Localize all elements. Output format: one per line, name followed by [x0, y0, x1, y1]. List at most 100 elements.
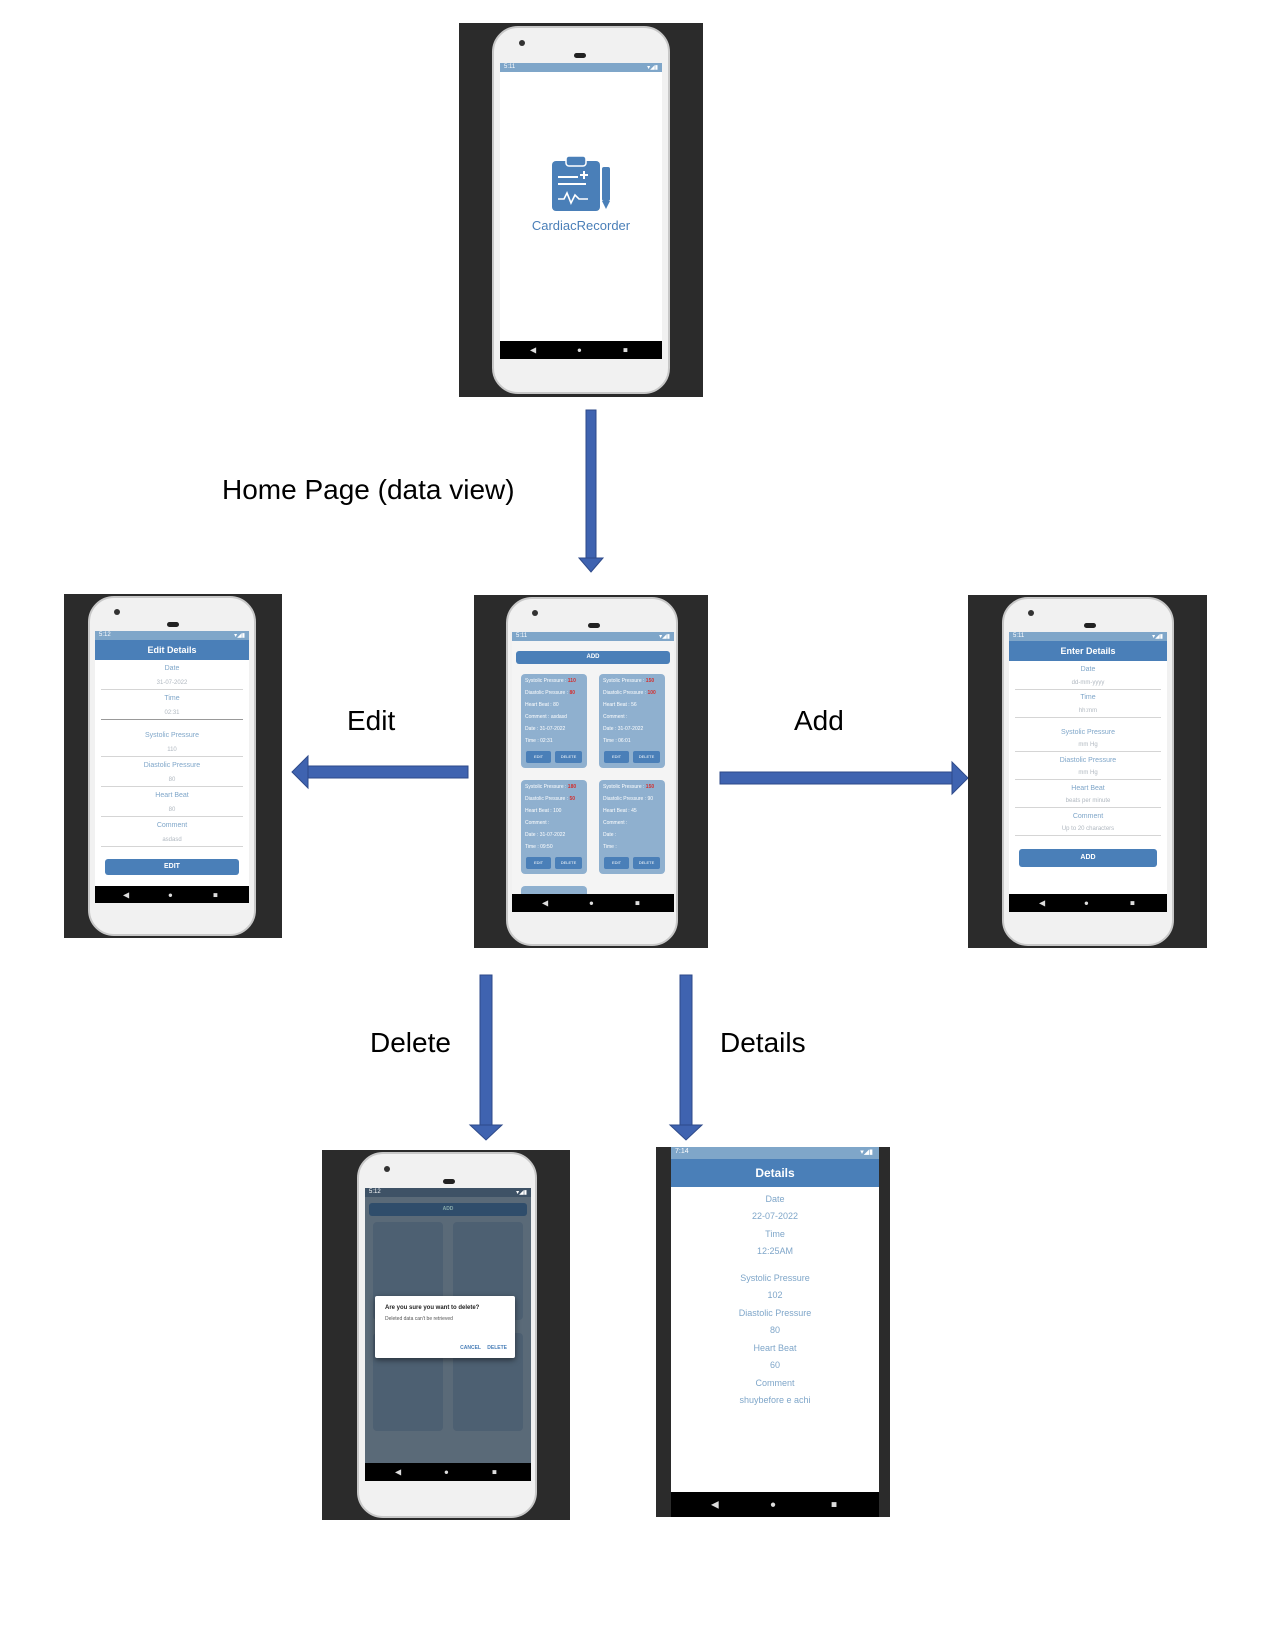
status-bar: 5:12 ▾◢▮ [95, 631, 249, 640]
home-icon[interactable]: ● [1084, 898, 1089, 908]
cancel-button[interactable]: CANCEL [460, 1345, 481, 1351]
edit-screenshot: 5:12 ▾◢▮ Edit Details Date 31-07-2022 Ti… [64, 594, 282, 938]
home-icon[interactable]: ● [577, 345, 582, 355]
status-bar: 5:11 ▾◢▮ [512, 632, 674, 641]
nav-bar: ◀ ● ■ [500, 341, 662, 359]
time-field[interactable]: 02:31 [164, 710, 180, 716]
record-card[interactable]: Systolic Pressure : 150 Diastolic Pressu… [599, 674, 665, 768]
diastolic-value: 80 [769, 1325, 780, 1335]
splash-screen: 5:11 ▾◢▮ CardiacRecorder ◀ ● ■ [500, 63, 662, 359]
status-icons: ▾◢▮ [647, 65, 658, 71]
home-icon[interactable]: ● [770, 1499, 777, 1510]
time-label: Time [765, 1229, 785, 1239]
caption-details: Details [720, 1027, 806, 1058]
details-screenshot: 7:14 ▾◢▮ Details Date 22-07-2022 Time 12… [656, 1147, 890, 1517]
recents-icon[interactable]: ■ [623, 345, 628, 355]
edit-button[interactable]: EDIT [604, 751, 629, 763]
dialog-title: Are you sure you want to delete? [385, 1305, 480, 1311]
edit-screen: 5:12 ▾◢▮ Edit Details Date 31-07-2022 Ti… [95, 631, 249, 903]
home-icon[interactable]: ● [168, 890, 173, 899]
caption-edit: Edit [347, 705, 396, 736]
heart-beat-value: 60 [769, 1360, 780, 1370]
details-app-bar: Details [671, 1159, 879, 1187]
date-value: 22-07-2022 [751, 1211, 799, 1221]
recents-icon[interactable]: ■ [492, 1467, 497, 1477]
add-app-bar: Enter Details [1009, 641, 1167, 661]
comment-label: Comment [1072, 813, 1104, 820]
systolic-label: Systolic Pressure [1060, 729, 1116, 736]
delete-button[interactable]: DELETE [555, 751, 582, 763]
nav-bar: ◀ ● ■ [512, 894, 674, 912]
date-field[interactable]: 31-07-2022 [156, 680, 188, 686]
delete-button[interactable]: DELETE [633, 857, 660, 869]
diastolic-field[interactable]: mm Hg [1078, 770, 1098, 776]
splash-screenshot: 5:11 ▾◢▮ CardiacRecorder ◀ ● ■ [459, 23, 703, 397]
back-icon[interactable]: ◀ [542, 898, 549, 908]
date-field[interactable]: dd-mm-yyyy [1071, 680, 1105, 686]
comment-field[interactable]: Up to 20 characters [1061, 826, 1115, 832]
status-time: 5:11 [504, 64, 516, 70]
date-label: Date [1080, 666, 1096, 673]
status-icons: ▾◢▮ [860, 1149, 873, 1156]
systolic-field[interactable]: mm Hg [1078, 742, 1098, 748]
comment-field[interactable]: asdasd [162, 837, 182, 843]
status-bar: 7:14 ▾◢▮ [671, 1147, 879, 1159]
edit-button[interactable]: EDIT [526, 751, 551, 763]
systolic-value: 102 [767, 1290, 783, 1300]
add-screenshot: 5:11 ▾◢▮ Enter Details Date dd-mm-yyyy T… [968, 595, 1207, 948]
date-label: Date [164, 665, 180, 672]
home-icon[interactable]: ● [444, 1467, 449, 1477]
details-screen: 7:14 ▾◢▮ Details Date 22-07-2022 Time 12… [671, 1147, 879, 1517]
phone-body: 5:11 ▾◢▮ CardiacRecorder ◀ ● ■ [492, 26, 670, 394]
time-label: Time [1080, 694, 1096, 701]
record-card[interactable]: Systolic Pressure : 180 Diastolic Pressu… [521, 780, 587, 874]
recents-icon[interactable]: ■ [213, 890, 218, 899]
diastolic-field[interactable]: 80 [168, 777, 176, 783]
caption-delete: Delete [370, 1027, 451, 1058]
heart-beat-field[interactable]: 80 [168, 807, 176, 813]
recents-icon[interactable]: ■ [1130, 898, 1135, 908]
edit-button[interactable]: EDIT [604, 857, 629, 869]
back-icon[interactable]: ◀ [530, 345, 537, 355]
edit-button[interactable]: EDIT [526, 857, 551, 869]
caption-home-page: Home Page (data view) [222, 474, 515, 505]
back-icon[interactable]: ◀ [123, 890, 130, 899]
record-card[interactable]: Systolic Pressure : 110 Diastolic Pressu… [521, 674, 587, 768]
add-button[interactable]: ADD [516, 651, 670, 664]
heart-beat-field[interactable]: beats per minute [1065, 798, 1111, 804]
arrow-home-to-details [668, 974, 704, 1141]
systolic-field[interactable]: 110 [167, 747, 177, 753]
systolic-label: Systolic Pressure [740, 1273, 810, 1283]
edit-button[interactable]: EDIT [105, 859, 239, 875]
home-icon[interactable]: ● [589, 898, 594, 908]
status-time: 7:14 [675, 1148, 689, 1155]
front-camera [532, 610, 538, 616]
nav-bar: ◀ ● ■ [365, 1463, 531, 1481]
speaker [588, 623, 600, 628]
recents-icon[interactable]: ■ [635, 898, 640, 908]
comment-label: Comment [755, 1378, 795, 1388]
phone-body: 5:11 ▾◢▮ ADD Systolic Pressure : 110 Dia… [506, 597, 678, 946]
back-icon[interactable]: ◀ [1039, 898, 1046, 908]
record-card[interactable]: Systolic Pressure : 150 Diastolic Pressu… [599, 780, 665, 874]
back-icon[interactable]: ◀ [711, 1499, 719, 1510]
arrow-home-to-add [719, 760, 969, 796]
comment-label: Comment [156, 822, 188, 829]
add-button[interactable]: ADD [1019, 849, 1157, 867]
confirm-delete-button[interactable]: DELETE [487, 1345, 507, 1351]
phone-body: 5:11 ▾◢▮ Enter Details Date dd-mm-yyyy T… [1002, 597, 1174, 946]
nav-bar: ◀ ● ■ [95, 886, 249, 903]
time-field[interactable]: hh:mm [1078, 708, 1098, 714]
status-icons: ▾◢▮ [1152, 634, 1163, 640]
edit-app-bar: Edit Details [95, 640, 249, 660]
status-icons: ▾◢▮ [659, 634, 670, 640]
back-icon[interactable]: ◀ [395, 1467, 402, 1477]
recents-icon[interactable]: ■ [831, 1499, 838, 1510]
delete-button[interactable]: DELETE [633, 751, 660, 763]
add-screen: 5:11 ▾◢▮ Enter Details Date dd-mm-yyyy T… [1009, 632, 1167, 912]
front-camera [384, 1166, 390, 1172]
delete-button[interactable]: DELETE [555, 857, 582, 869]
app-name: CardiacRecorder [531, 218, 631, 233]
arrow-home-to-edit [291, 754, 469, 790]
